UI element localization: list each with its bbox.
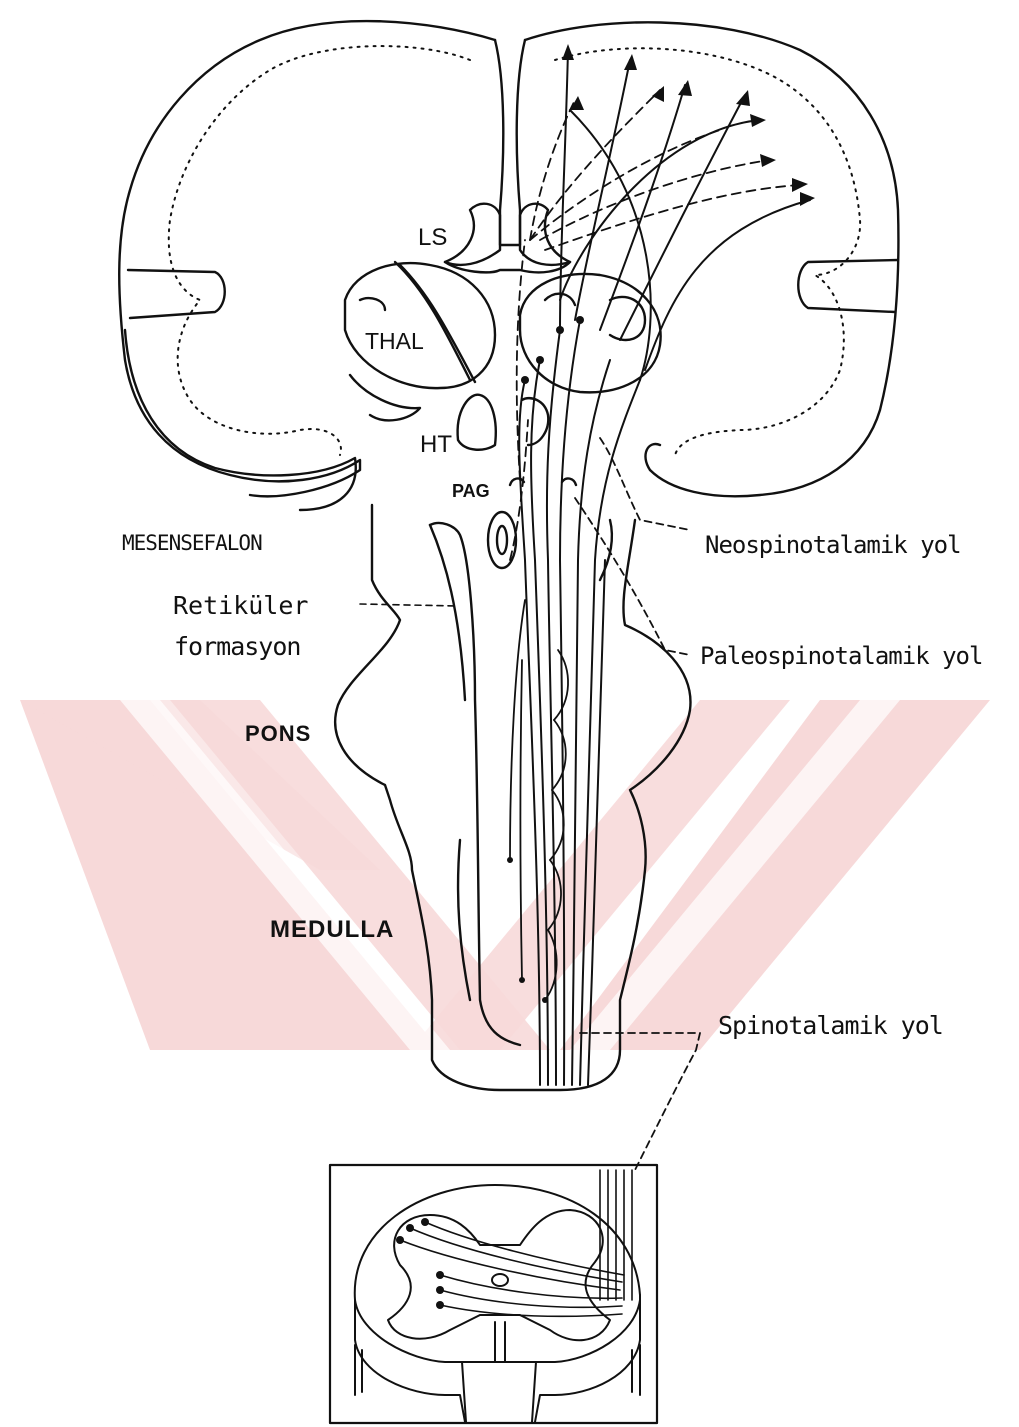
left-hemisphere xyxy=(119,21,495,496)
label-medulla: MEDULLA xyxy=(270,918,394,942)
label-pons: PONS xyxy=(245,723,311,745)
spinal-cord-section xyxy=(355,1170,640,1422)
label-mesensefalon: MESENSEFALON xyxy=(122,533,262,554)
retikuler-leader xyxy=(360,604,458,606)
hypothalamus xyxy=(458,395,496,450)
lateral-septum xyxy=(445,204,500,265)
label-spinotalamik: Spinotalamik yol xyxy=(718,1013,943,1038)
label-neospinotalamik: Neospinotalamik yol xyxy=(705,533,961,557)
label-ht: HT xyxy=(420,433,452,457)
label-pag: PAG xyxy=(452,482,490,500)
label-retikuler-2: formasyon xyxy=(174,634,300,659)
thalamus-left xyxy=(345,263,495,388)
spinotalamik-leader xyxy=(580,1033,700,1170)
label-ls: LS xyxy=(418,226,447,250)
label-paleospinotalamik: Paleospinotalamik yol xyxy=(700,644,982,668)
label-retikuler-1: Retiküler xyxy=(173,593,308,618)
arrowheads xyxy=(396,44,815,1309)
label-thal: THAL xyxy=(365,330,424,353)
right-hemisphere xyxy=(525,22,898,496)
